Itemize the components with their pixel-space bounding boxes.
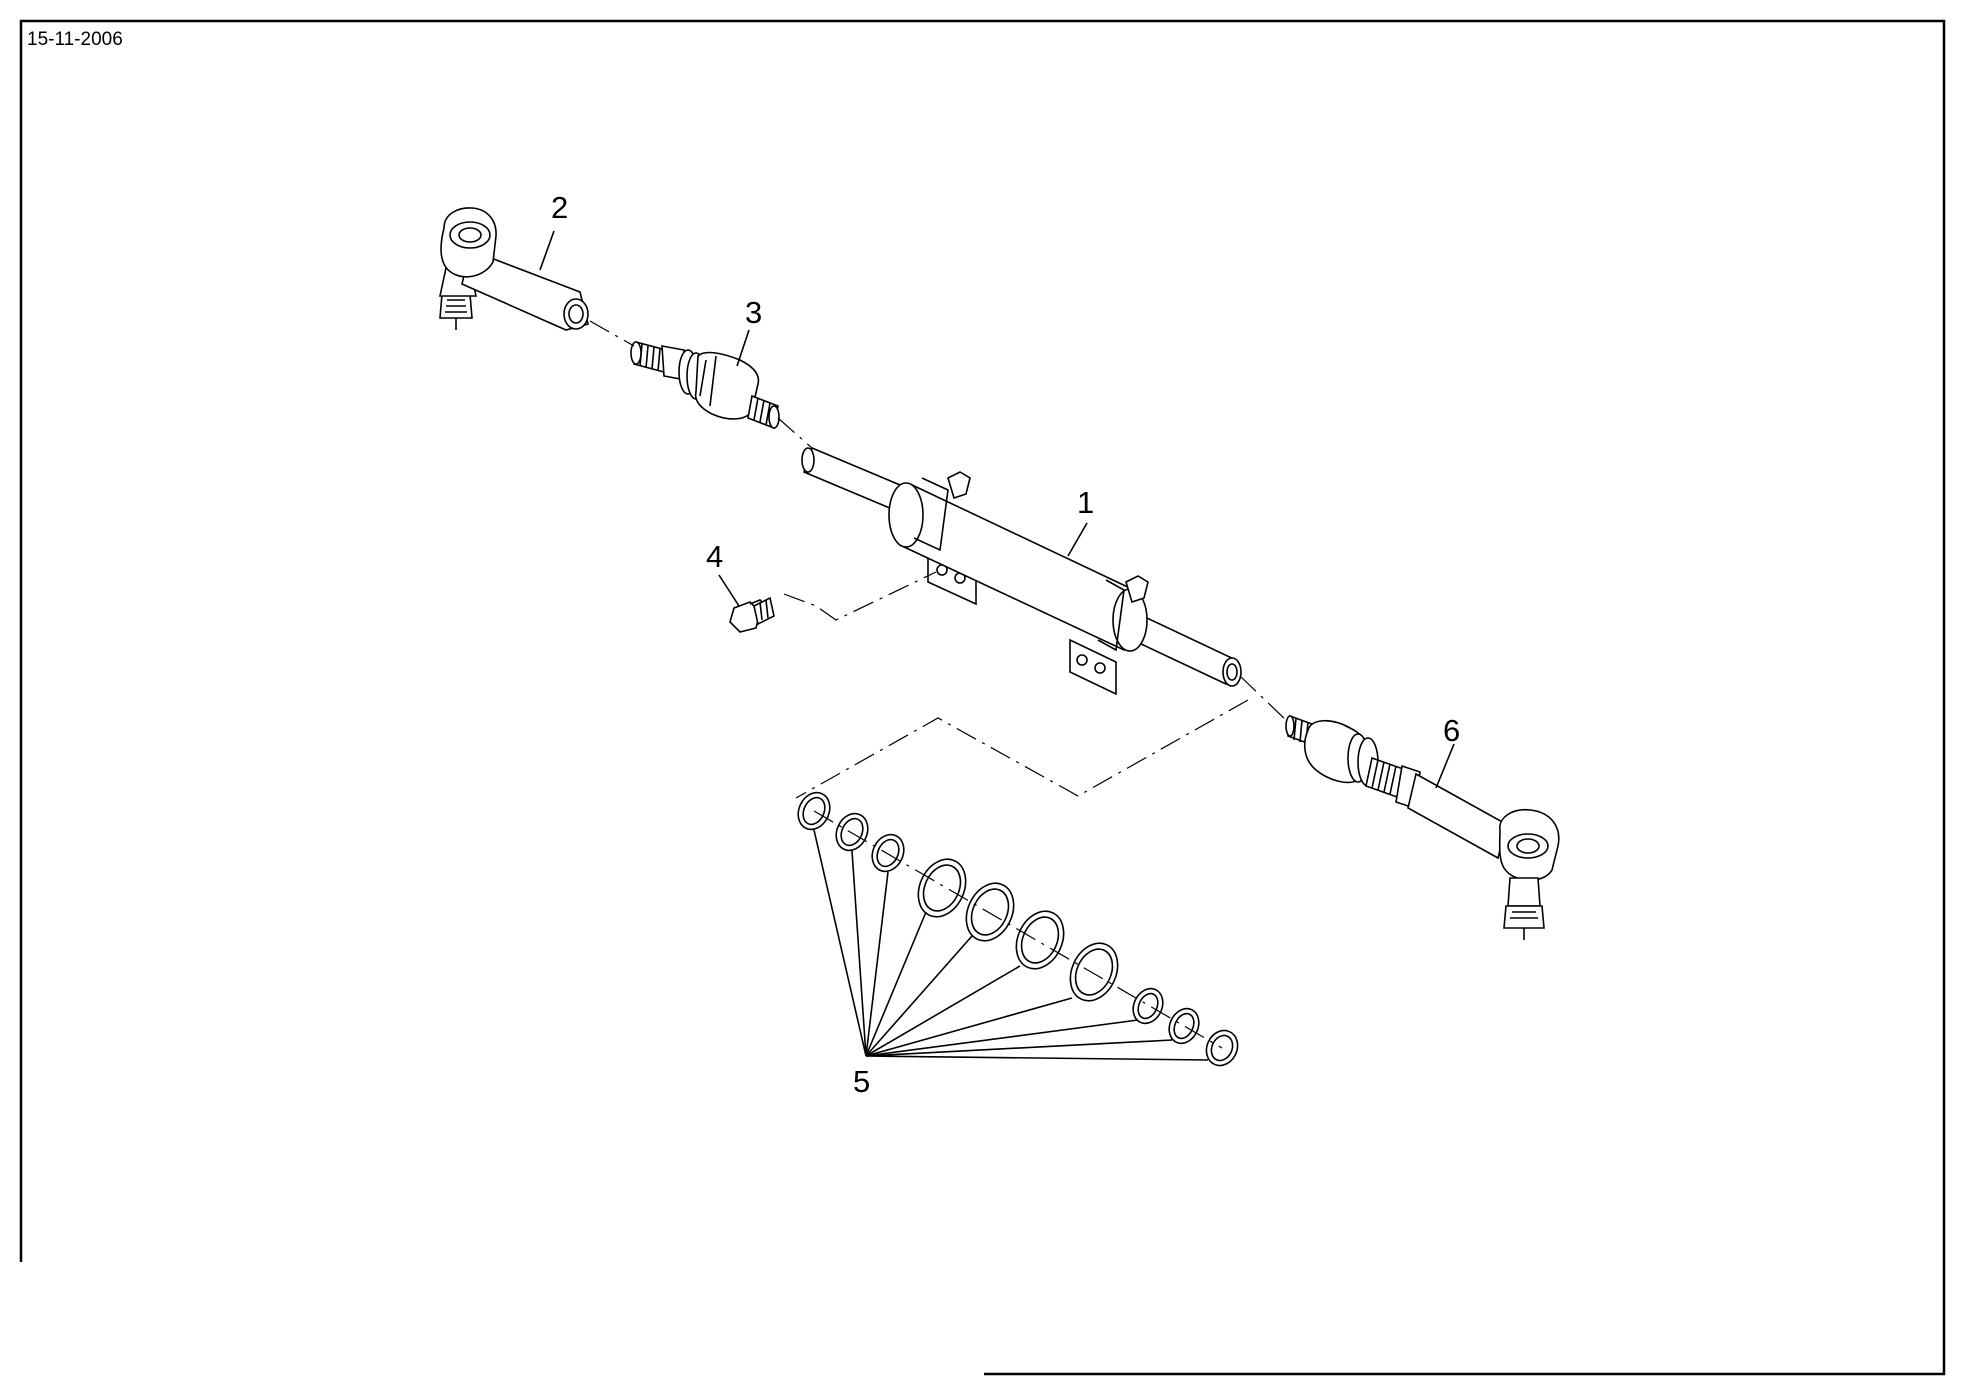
callout-6: 6 [1443,713,1460,748]
part-3-inner-ball-joint[interactable] [630,340,780,430]
drawing-frame [19,19,1946,1376]
callout-5: 5 [853,1064,870,1099]
part-6-tie-rod-assembly[interactable] [1285,714,1560,940]
callout-2: 2 [551,190,568,225]
callout-4: 4 [706,539,723,574]
callout-1: 1 [1077,485,1094,520]
part-2-tie-rod-end[interactable] [439,207,589,331]
callout-3: 3 [745,295,762,330]
part-1-steering-cylinder[interactable] [801,446,1242,696]
callout-numbers: 1 2 3 4 5 6 [551,190,1460,1099]
part-4-bolt[interactable] [729,596,775,633]
part-5-seal-kit[interactable] [792,787,1243,1070]
assembly-centre-lines [589,320,1289,1049]
leader-lines [539,230,1455,1061]
drawing-date: 15-11-2006 [27,29,123,50]
